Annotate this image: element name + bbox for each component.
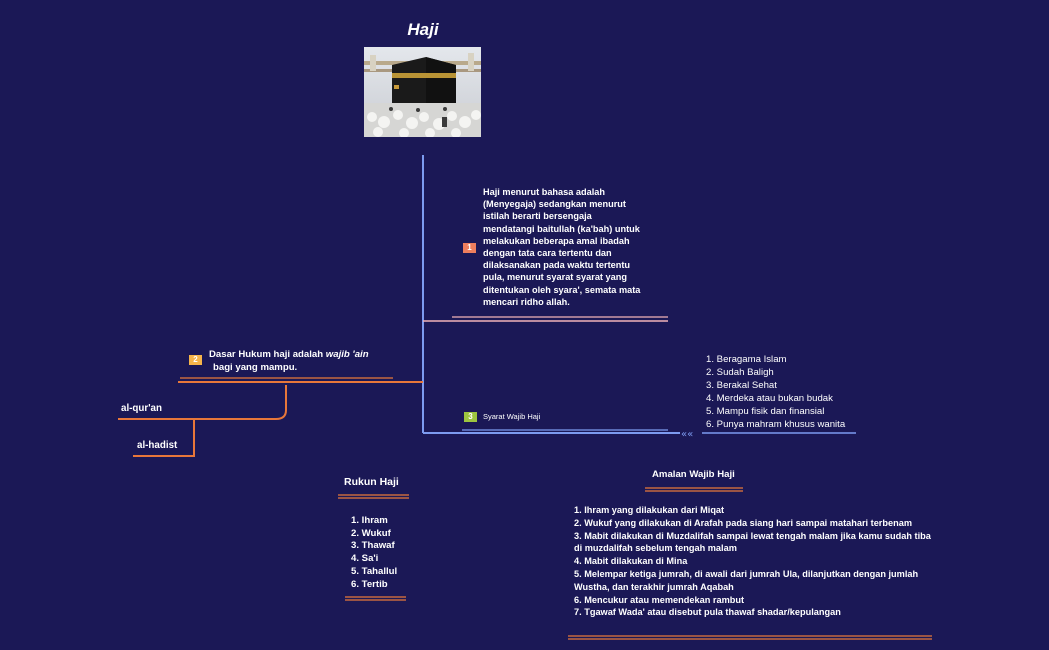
rukun-list[interactable]: 1. Ihram 2. Wukuf 3. Thawaf 4. Sa'i 5. T… (351, 515, 397, 591)
badge-definition: 1 (463, 243, 476, 253)
list-item: 6. Tertib (351, 578, 388, 590)
definition-line: melakukan beberapa amal ibadah (483, 235, 630, 246)
dasar-text-line2: bagi yang mampu. (213, 362, 298, 373)
definition-line: mendatangi baitullah (ka'bah) untuk (483, 223, 640, 234)
list-item: 7. Tgawaf Wada' atau disebut pula thawaf… (574, 607, 841, 618)
definition-text[interactable]: Haji menurut bahasa adalah (Menyegaja) s… (483, 186, 668, 308)
list-item: 2. Wukuf yang dilakukan di Arafah pada s… (574, 517, 912, 528)
badge-dasar: 2 (189, 355, 202, 365)
list-item: 3. Thawaf (351, 540, 395, 552)
list-item: 3. Berakal Sehat (706, 379, 777, 391)
list-item: 6. Mencukur atau memendekan rambut (574, 594, 745, 605)
list-item: 5. Melempar ketiga jumrah, di awali dari… (574, 568, 919, 592)
definition-line: Haji menurut bahasa adalah (483, 187, 606, 197)
dasar-text: Dasar Hukum haji adalah (209, 349, 326, 360)
node-al-quran[interactable]: al-qur'an (121, 403, 162, 414)
svg-text:««: «« (681, 429, 693, 440)
amalan-title[interactable]: Amalan Wajib Haji (652, 469, 735, 480)
list-item: 6. Punya mahram khusus wanita (706, 418, 846, 430)
definition-line: (Menyegaja) sedangkan menurut (483, 199, 626, 210)
list-item: 1. Beragama Islam (706, 354, 787, 365)
definition-line: mencari ridho allah. (483, 296, 570, 307)
node-al-hadist[interactable]: al-hadist (137, 440, 178, 451)
syarat-title[interactable]: Syarat Wajib Haji (483, 412, 541, 421)
root-title[interactable]: Haji (407, 20, 439, 39)
badge-syarat: 3 (464, 412, 477, 422)
list-item: 1. Ihram (351, 515, 388, 526)
kaaba-photo (364, 47, 481, 137)
list-item: 3. Mabit dilakukan di Muzdalifah sampai … (574, 530, 931, 554)
dasar-emphasis: wajib 'ain (325, 349, 369, 360)
list-item: 2. Sudah Baligh (706, 366, 774, 378)
list-item: 5. Tahallul (351, 565, 398, 577)
list-item: 4. Sa'i (351, 553, 379, 565)
dasar-hukum-node[interactable]: Dasar Hukum haji adalah wajib 'ain bagi … (209, 348, 409, 374)
definition-line: dengan tata cara tertentu dan (483, 248, 612, 259)
list-item: 4. Mabit dilakukan di Mina (574, 556, 688, 567)
definition-line: istilah berarti bersengaja (483, 211, 592, 222)
list-item: 4. Merdeka atau bukan budak (706, 392, 833, 404)
list-item: 2. Wukuf (351, 527, 391, 539)
list-item: 1. Ihram yang dilakukan dari Miqat (574, 505, 725, 515)
definition-line: dilaksanakan pada waktu tertentu (483, 260, 631, 271)
amalan-list[interactable]: 1. Ihram yang dilakukan dari Miqat 2. Wu… (574, 504, 934, 619)
definition-line: ditentukan oleh syara', semata mata (483, 284, 641, 295)
syarat-list[interactable]: 1. Beragama Islam 2. Sudah Baligh 3. Ber… (706, 354, 845, 431)
rukun-title[interactable]: Rukun Haji (344, 476, 399, 488)
list-item: 5. Mampu fisik dan finansial (706, 405, 825, 417)
definition-line: pula, menurut syarat syarat yang (483, 272, 627, 283)
